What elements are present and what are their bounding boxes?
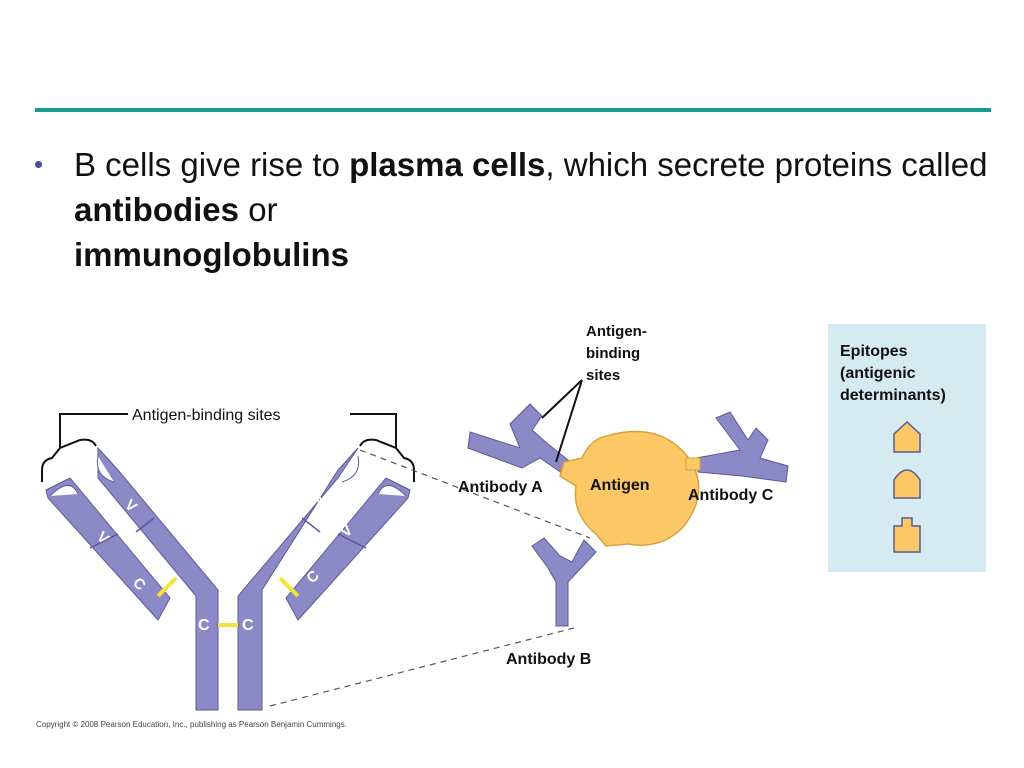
antigen-complex: Antigen Antibody A Antibody C Antibody B…	[458, 323, 789, 668]
epitope-rounded-icon	[893, 469, 921, 499]
binding-callout-line2: binding	[586, 345, 640, 362]
disulfide-bond	[278, 576, 300, 598]
light-chain-left	[45, 477, 171, 621]
binding-callout-line1: Antigen-	[586, 323, 647, 340]
bullet-part: , which secrete proteins called	[545, 146, 988, 183]
binding-site-bracket-right	[350, 413, 397, 448]
epitopes-panel: Epitopes (antigenic determinants)	[828, 324, 986, 572]
disulfide-bond	[156, 576, 178, 598]
antigen-epitope-nub	[685, 457, 701, 471]
antibody-c-shape	[695, 411, 789, 483]
zoom-line	[269, 627, 575, 707]
title-divider	[35, 108, 991, 112]
antibody-c-label: Antibody C	[688, 487, 774, 504]
light-chain-right	[285, 477, 411, 621]
domain-divider	[135, 517, 155, 533]
binding-callout-line3: sites	[586, 367, 620, 384]
epitopes-title-line2: (antigenic	[840, 365, 916, 382]
constant-label: C	[242, 617, 254, 634]
antigen-shape	[559, 430, 700, 547]
constant-label: C	[198, 617, 210, 634]
bullet-part: B cells give rise to	[74, 146, 350, 183]
bullet-part-bold: immunoglobulins	[74, 236, 349, 273]
callout-pointer	[555, 379, 583, 463]
antibody-diagram: V V C C C V V C Antigen-binding sites An…	[0, 300, 1024, 740]
domain-divider	[337, 533, 367, 549]
callout-pointer	[541, 379, 583, 419]
heavy-chain-left	[97, 446, 219, 711]
antibody-diagram-svg: V V C C C V V C Antigen-binding sites An…	[41, 323, 986, 711]
antibody-b-shape	[531, 537, 597, 627]
bullet-part-bold: plasma cells	[349, 146, 546, 183]
binding-notch-left-heavy	[96, 455, 115, 483]
heavy-chain-right	[237, 447, 359, 711]
antigen-label: Antigen	[590, 477, 650, 494]
binding-notch-right-heavy	[341, 455, 360, 483]
antibody-a-shape	[467, 403, 579, 481]
binding-site-brace-right	[359, 438, 415, 482]
epitopes-title-line1: Epitopes	[840, 343, 908, 360]
binding-site-bracket-left	[59, 413, 128, 448]
copyright-notice: Copyright © 2008 Pearson Education, Inc.…	[36, 720, 347, 729]
domain-divider	[301, 517, 321, 533]
epitope-notched-icon	[893, 517, 921, 553]
bullet-part: or	[239, 191, 278, 228]
zoom-line	[359, 449, 591, 539]
bullet-dot-icon: •	[34, 149, 44, 179]
binding-site-brace-left	[41, 438, 97, 482]
epitope-pointed-icon	[893, 420, 921, 453]
binding-sites-label: Antigen-binding sites	[132, 407, 281, 424]
domain-divider	[89, 533, 119, 549]
epitopes-title-line3: determinants)	[840, 387, 946, 404]
antibody-b-label: Antibody B	[506, 651, 591, 668]
antibody-structure: V V C C C V V C Antigen-binding sites	[41, 407, 415, 711]
bullet-part-bold: antibodies	[74, 191, 240, 228]
binding-notch-right	[377, 485, 407, 497]
antibody-a-label: Antibody A	[458, 479, 543, 496]
binding-notch-left	[49, 485, 79, 497]
bullet-text: B cells give rise to plasma cells, which…	[74, 142, 994, 277]
